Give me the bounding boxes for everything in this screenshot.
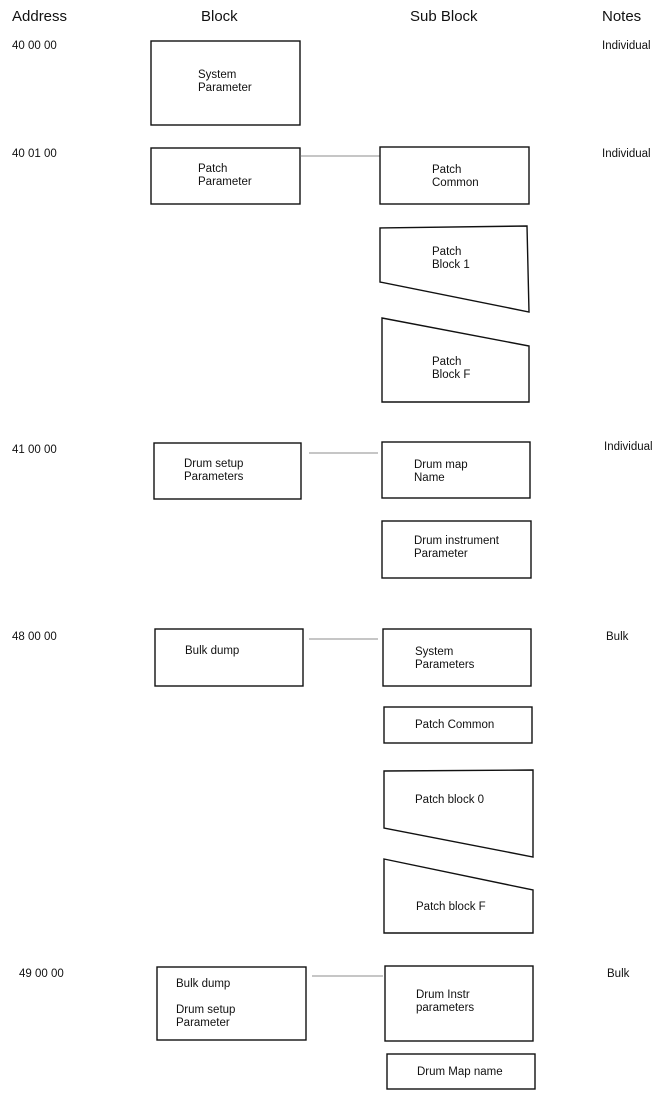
sub-block-shape <box>383 706 533 744</box>
block-shape <box>156 966 307 1041</box>
sub-block-label: System Parameters <box>415 646 475 671</box>
sub-block-label: Drum Instr parameters <box>416 989 475 1014</box>
note-label: Bulk <box>606 631 629 643</box>
sub-block-shape <box>386 1053 536 1090</box>
sub-block-shape <box>381 520 532 579</box>
sub-block-shape <box>381 317 530 403</box>
sub-block-shape <box>383 858 534 934</box>
note-label: Individual <box>604 441 653 453</box>
sub-block-label: Drum map Name <box>414 459 468 484</box>
block-column-header: Block <box>201 8 238 25</box>
sub-block-label: Patch block F <box>416 901 486 913</box>
block-label: Bulk dump <box>185 645 240 657</box>
sub-block-shape <box>381 441 531 499</box>
sub-block-shape <box>379 225 530 313</box>
block-shape <box>154 628 304 687</box>
sub-block-shape <box>379 146 530 205</box>
notes-column-header: Notes <box>602 8 642 25</box>
block-label: Patch Parameter <box>198 163 252 188</box>
sub-block-label: Drum Map name <box>417 1066 503 1078</box>
block-shape <box>150 40 301 126</box>
block-label: Bulk dump Drum setup Parameter <box>176 978 236 1029</box>
note-label: Bulk <box>607 968 630 980</box>
address-label: 40 00 00 <box>12 40 57 52</box>
sub-block-shape <box>383 769 534 858</box>
address-label: 49 00 00 <box>19 968 64 980</box>
sub-block-label: Patch Common <box>415 719 495 731</box>
sub-block-label: Patch Common <box>432 164 479 189</box>
block-label: System Parameter <box>198 69 252 94</box>
sub-block-column-header: Sub Block <box>410 8 478 25</box>
address-label: 41 00 00 <box>12 444 57 456</box>
sub-block-label: Drum instrument Parameter <box>414 535 499 560</box>
block-shape <box>150 147 301 205</box>
sub-block-label: Patch Block F <box>432 356 471 381</box>
sub-block-shape <box>384 965 534 1042</box>
sub-block-shape <box>382 628 532 687</box>
note-label: Individual <box>602 40 651 52</box>
sub-block-label: Patch block 0 <box>415 794 485 806</box>
note-label: Individual <box>602 148 651 160</box>
sub-block-label: Patch Block 1 <box>432 246 470 271</box>
block-shape <box>153 442 302 500</box>
block-label: Drum setup Parameters <box>184 458 244 483</box>
address-label: 48 00 00 <box>12 631 57 643</box>
address-column-header: Address <box>12 8 68 25</box>
address-label: 40 01 00 <box>12 148 57 160</box>
